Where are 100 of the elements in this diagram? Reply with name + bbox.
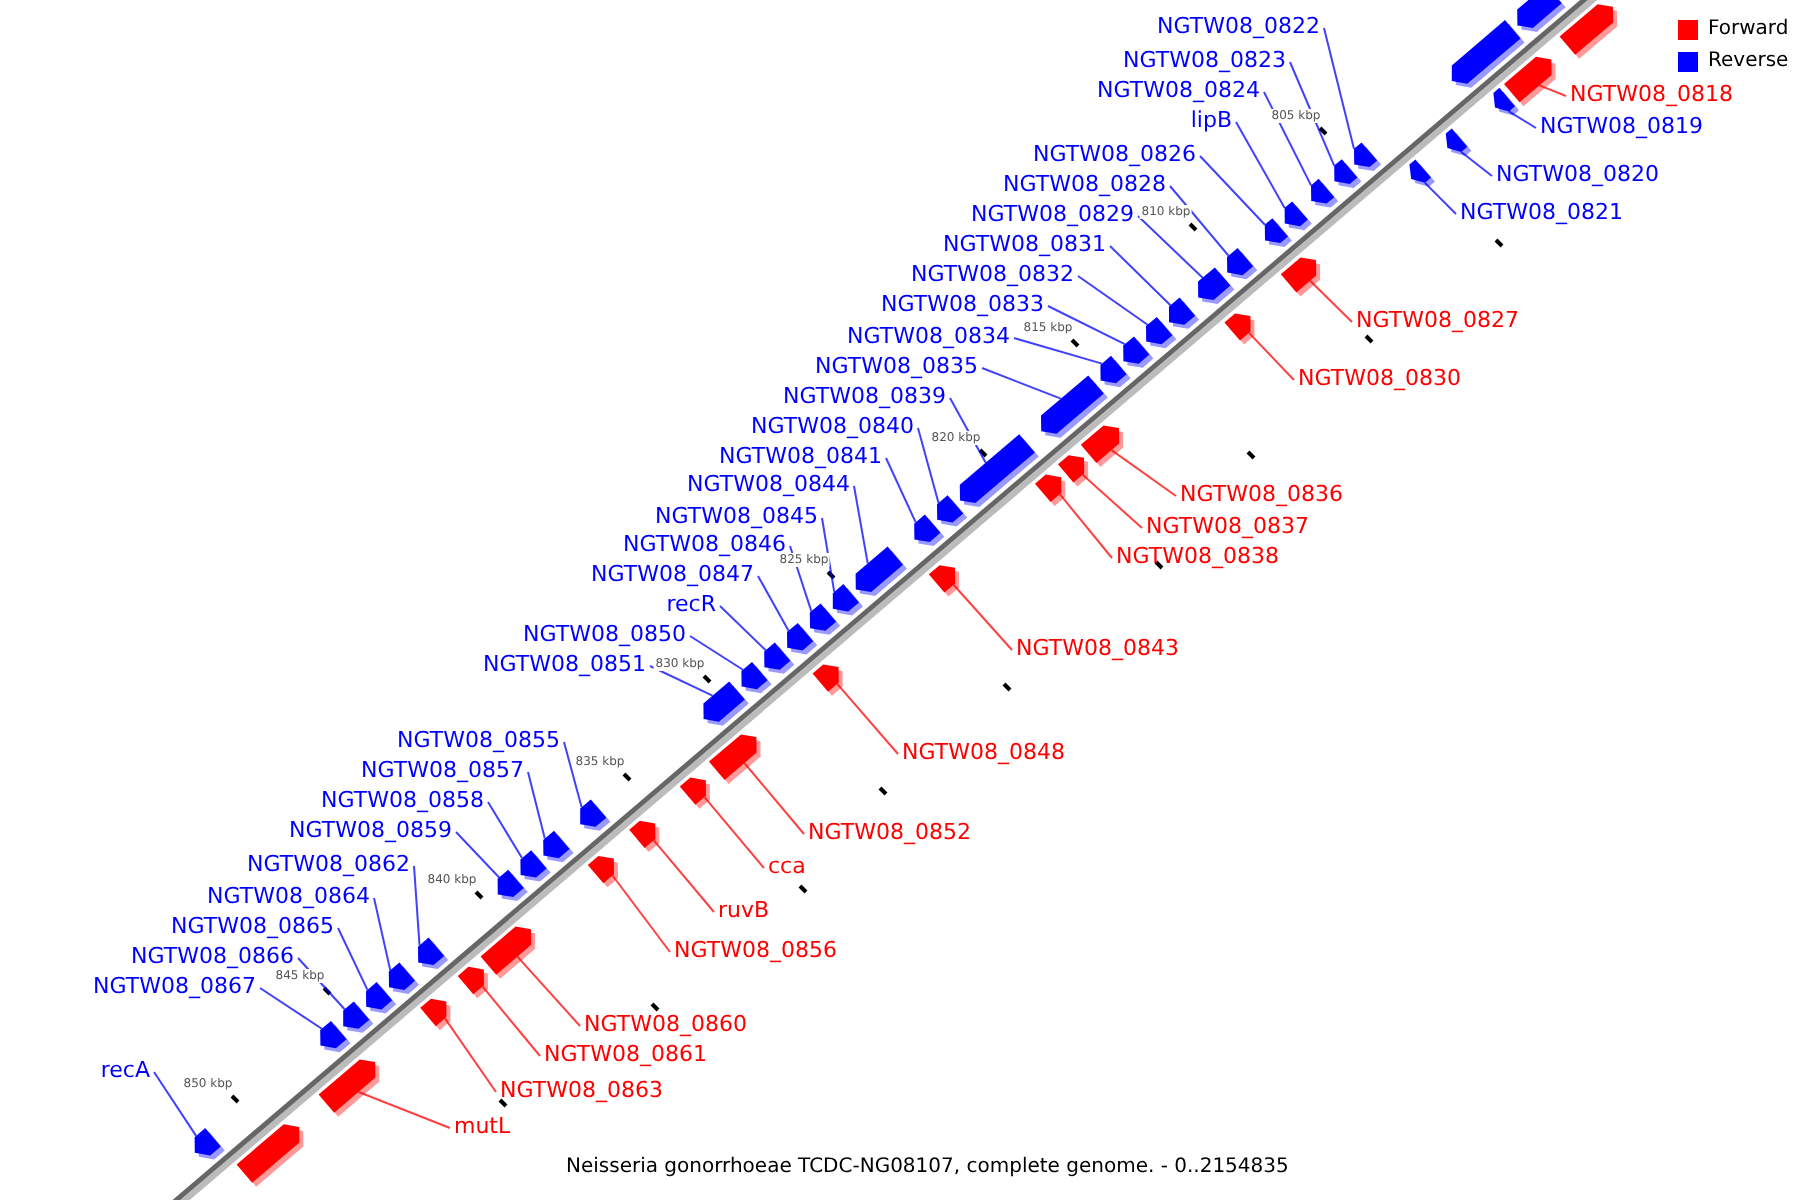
- leader-line: [153, 1071, 198, 1137]
- gene-block: [812, 664, 843, 696]
- gene-label: NGTW08_0848: [902, 739, 1065, 765]
- leader-line: [1013, 337, 1103, 365]
- leader-line: [836, 682, 899, 755]
- gene-block: [741, 662, 772, 694]
- gene-block: [1080, 425, 1124, 467]
- leader-line: [413, 865, 421, 947]
- leader-line: [1507, 110, 1537, 129]
- gene-block: [1123, 336, 1154, 368]
- leader-line: [743, 762, 805, 835]
- gene-block: [343, 1001, 374, 1033]
- gene-block: [580, 799, 611, 831]
- leader-line: [443, 1017, 497, 1093]
- leader-line: [1460, 150, 1493, 177]
- gene-block: [1227, 248, 1258, 280]
- gene-block: [1041, 375, 1108, 438]
- gene-label: NGTW08_0822: [1157, 13, 1320, 39]
- gene-block: [937, 495, 968, 527]
- gene-label: NGTW08_0820: [1496, 161, 1659, 187]
- gene-block: [1284, 201, 1312, 231]
- gene-label: NGTW08_0858: [321, 787, 484, 813]
- gene-block: [1559, 4, 1618, 59]
- gene-block: [855, 546, 907, 596]
- leader-line: [1058, 493, 1113, 559]
- leader-line: [1169, 185, 1230, 257]
- gene-label: NGTW08_0836: [1180, 481, 1343, 507]
- leader-line: [337, 927, 369, 991]
- leader-line: [1248, 331, 1295, 381]
- gene-label: NGTW08_0831: [943, 231, 1106, 257]
- leader-line: [719, 605, 767, 652]
- legend-label: Reverse: [1708, 50, 1789, 74]
- gene-block: [1445, 128, 1472, 156]
- gene-block: [1264, 218, 1292, 247]
- gene-block: [1517, 0, 1566, 32]
- gene-block: [1493, 87, 1519, 116]
- gene-label: lipB: [1190, 107, 1232, 133]
- gene-label: NGTW08_0866: [131, 943, 294, 969]
- gene-label: NGTW08_0852: [808, 819, 971, 845]
- gene-label: NGTW08_0818: [1570, 81, 1733, 107]
- leader-line: [1047, 305, 1126, 346]
- gene-block: [1334, 159, 1362, 188]
- gene-label: recA: [100, 1057, 150, 1083]
- leader-line: [373, 897, 392, 972]
- gene-label: NGTW08_0837: [1146, 513, 1309, 539]
- leader-line: [821, 517, 836, 593]
- caption: Neisseria gonorrhoeae TCDC-NG08107, complete genome. - 0..2154835: [566, 1156, 1289, 1180]
- gene-block: [832, 584, 863, 616]
- gene-block: [320, 1021, 351, 1053]
- gene-block: [236, 1124, 304, 1187]
- gene-block: [1451, 20, 1525, 88]
- gene-label: NGTW08_0856: [674, 937, 837, 963]
- leader-line: [1263, 91, 1313, 187]
- leader-line: [952, 583, 1013, 651]
- gene-block: [457, 966, 488, 999]
- leader-line: [357, 1090, 451, 1129]
- leader-line: [516, 955, 581, 1027]
- gene-block: [1100, 355, 1131, 388]
- leader-line: [1323, 27, 1355, 150]
- leader-line: [1538, 84, 1567, 97]
- leader-line: [563, 741, 583, 809]
- gene-label: NGTW08_0841: [719, 443, 882, 469]
- gene-label: NGTW08_0846: [623, 531, 786, 557]
- leader-line: [259, 987, 323, 1030]
- gene-label: NGTW08_0827: [1356, 307, 1519, 333]
- gene-label: NGTW08_0850: [523, 621, 686, 647]
- leader-line: [703, 796, 765, 869]
- gene-label: NGTW08_0863: [500, 1077, 663, 1103]
- gene-label: NGTW08_0845: [655, 503, 818, 529]
- gene-block: [914, 514, 945, 546]
- leader-line: [1110, 449, 1177, 497]
- gene-block: [420, 998, 451, 1031]
- leader-line: [1081, 473, 1143, 529]
- gene-label: NGTW08_0843: [1016, 635, 1179, 661]
- gene-label: NGTW08_0861: [544, 1041, 707, 1067]
- leader-line: [1109, 245, 1172, 307]
- gene-label: NGTW08_0855: [397, 727, 560, 753]
- leader-line: [757, 575, 790, 632]
- gene-label: NGTW08_0835: [815, 353, 978, 379]
- gene-label: NGTW08_0828: [1003, 171, 1166, 197]
- gene-block: [418, 937, 449, 969]
- gene-block: [587, 856, 618, 888]
- gene-label: NGTW08_0833: [881, 291, 1044, 317]
- leader-line: [1199, 155, 1266, 226]
- gene-label: NGTW08_0859: [289, 817, 452, 843]
- gene-label: recR: [666, 591, 716, 617]
- gene-block: [1146, 317, 1177, 349]
- leader-line: [527, 771, 546, 840]
- gene-block: [787, 623, 818, 655]
- gene-block: [1354, 142, 1382, 171]
- leader-line: [611, 874, 671, 953]
- gene-block: [480, 926, 536, 979]
- gene-block: [1035, 474, 1066, 506]
- gene-label: NGTW08_0847: [591, 561, 754, 587]
- gene-block: [388, 962, 419, 994]
- gene-label: NGTW08_0840: [751, 413, 914, 439]
- gene-block: [366, 982, 397, 1014]
- gene-label: NGTW08_0860: [584, 1011, 747, 1037]
- gene-label: NGTW08_0864: [207, 883, 370, 909]
- leader-line: [455, 831, 501, 879]
